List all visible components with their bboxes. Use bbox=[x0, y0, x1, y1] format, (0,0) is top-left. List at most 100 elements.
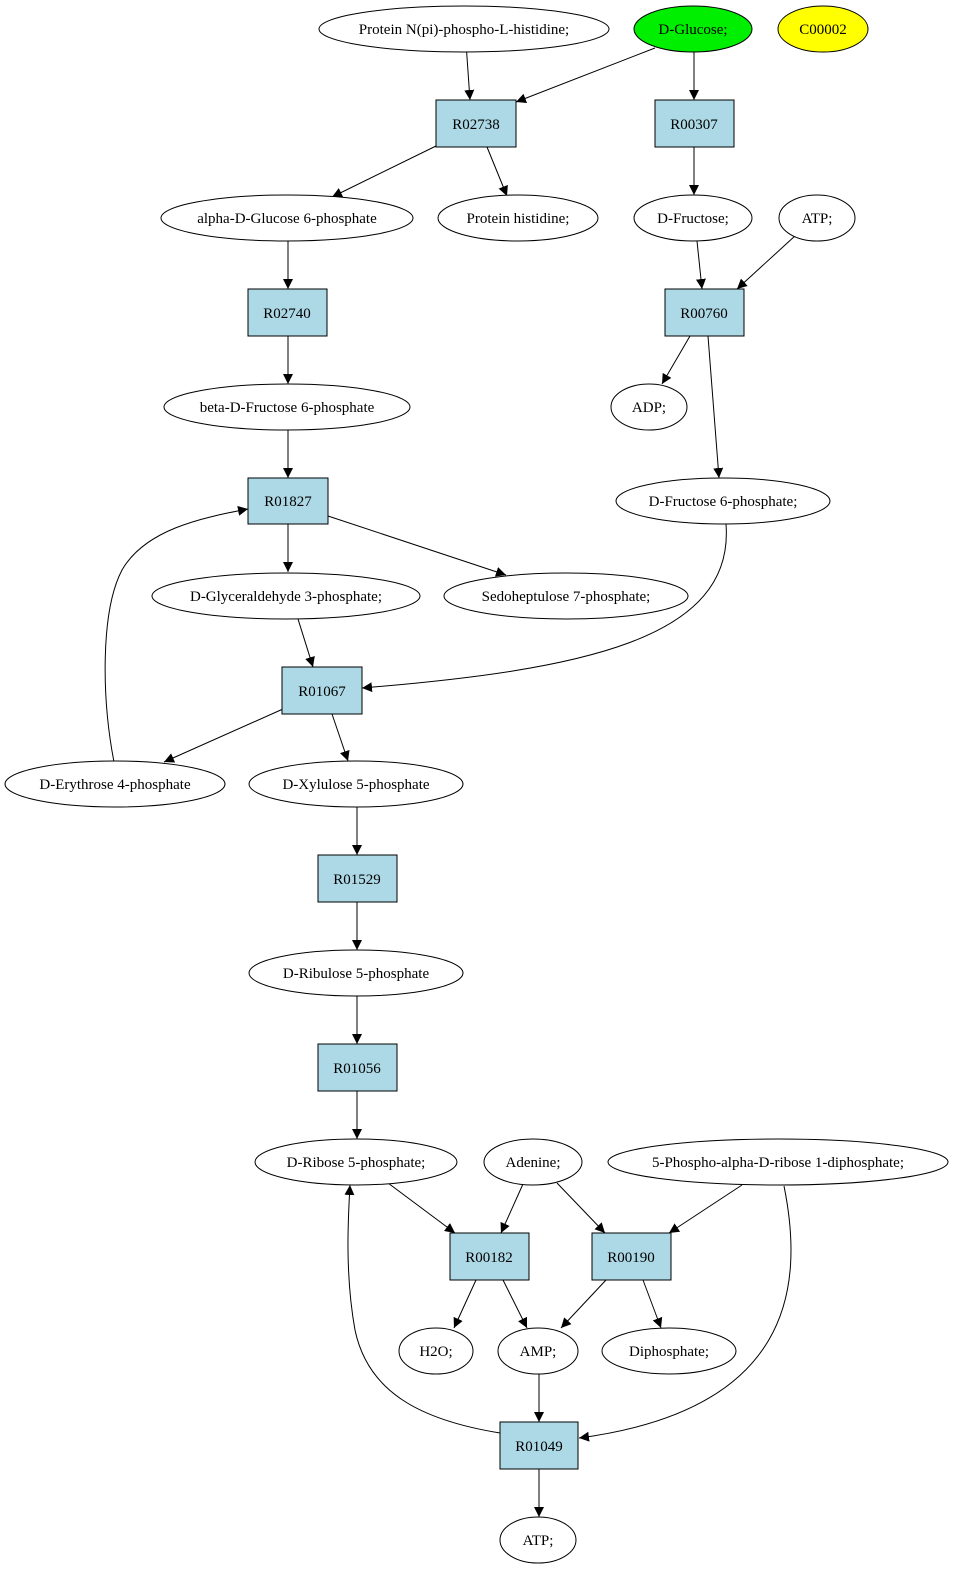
compound-node-dfructose[interactable]: D-Fructose; bbox=[633, 194, 753, 242]
compound-label: C00002 bbox=[799, 22, 847, 38]
reaction-shape bbox=[247, 288, 328, 337]
reaction-shape bbox=[317, 1043, 398, 1092]
reaction-label: R00760 bbox=[680, 306, 728, 322]
edges bbox=[104, 42, 797, 1517]
edge-R00760-to-f6p bbox=[707, 335, 724, 479]
reaction-label: R01067 bbox=[298, 684, 346, 700]
reaction-shape bbox=[449, 1232, 530, 1281]
compound-node-r5p[interactable]: D-Ribose 5-phosphate; bbox=[254, 1138, 458, 1186]
reaction-shape bbox=[435, 99, 517, 148]
compound-node-adenine[interactable]: Adenine; bbox=[483, 1138, 583, 1186]
edge-R01049-to-r5p bbox=[344, 1184, 501, 1434]
reaction-nodes: R02738 R00307 R02740 R00760 R01827 R0106… bbox=[247, 99, 745, 1470]
compound-node-x5p[interactable]: D-Xylulose 5-phosphate bbox=[248, 760, 464, 808]
compound-label: D-Xylulose 5-phosphate bbox=[282, 777, 429, 793]
compound-shape bbox=[499, 1516, 577, 1564]
compound-shape bbox=[601, 1327, 737, 1375]
compound-label: H2O; bbox=[419, 1344, 452, 1360]
edge-r5p-to-R00182 bbox=[387, 1182, 456, 1234]
edge-R00760-to-adp bbox=[661, 335, 691, 385]
compound-label: ATP; bbox=[523, 1533, 554, 1549]
compound-shape bbox=[160, 194, 414, 242]
edge-prpp-to-R00190 bbox=[668, 1184, 743, 1234]
reaction-label: R01529 bbox=[333, 872, 381, 888]
compound-shape bbox=[443, 572, 689, 620]
reaction-node-R01827[interactable]: R01827 bbox=[247, 477, 329, 525]
compound-label: ATP; bbox=[802, 211, 833, 227]
compound-label: D-Fructose 6-phosphate; bbox=[649, 494, 798, 510]
compound-shape bbox=[777, 5, 869, 53]
reaction-label: R00307 bbox=[670, 117, 718, 133]
reaction-node-R02738[interactable]: R02738 bbox=[435, 99, 517, 148]
compound-node-s7p[interactable]: Sedoheptulose 7-phosphate; bbox=[443, 572, 689, 620]
compound-label: D-Glyceraldehyde 3-phosphate; bbox=[190, 589, 382, 605]
compound-shape bbox=[610, 383, 688, 431]
compound-node-atp-top[interactable]: ATP; bbox=[778, 194, 856, 242]
compound-label: beta-D-Fructose 6-phosphate bbox=[200, 400, 375, 416]
reaction-shape bbox=[247, 477, 329, 525]
compound-node-c00002[interactable]: C00002 bbox=[777, 5, 869, 53]
compound-label: Adenine; bbox=[506, 1155, 561, 1171]
compound-shape bbox=[778, 194, 856, 242]
reaction-node-R00182[interactable]: R00182 bbox=[449, 1232, 530, 1281]
compound-label: Diphosphate; bbox=[629, 1344, 709, 1360]
compound-shape bbox=[633, 194, 753, 242]
compound-node-h2o[interactable]: H2O; bbox=[398, 1327, 474, 1375]
compound-node-beta-f6p[interactable]: beta-D-Fructose 6-phosphate bbox=[163, 383, 411, 431]
edge-f6p-to-R01067 bbox=[361, 523, 727, 693]
compound-node-protein-nphospho[interactable]: Protein N(pi)-phospho-L-histidine; bbox=[318, 5, 610, 53]
compound-node-protein-histidine[interactable]: Protein histidine; bbox=[437, 194, 599, 242]
reaction-node-R00760[interactable]: R00760 bbox=[664, 288, 745, 337]
reaction-node-R01056[interactable]: R01056 bbox=[317, 1043, 398, 1092]
reaction-node-R00190[interactable]: R00190 bbox=[591, 1232, 672, 1281]
compound-label: Protein histidine; bbox=[467, 211, 570, 227]
compound-shape bbox=[248, 949, 464, 997]
reaction-label: R01049 bbox=[515, 1439, 563, 1455]
compound-shape bbox=[398, 1327, 474, 1375]
edge-g3p-to-R01067 bbox=[297, 618, 315, 668]
compound-label: D-Fructose; bbox=[657, 211, 729, 227]
reaction-label: R02738 bbox=[452, 117, 500, 133]
compound-node-dglucose[interactable]: D-Glucose; bbox=[633, 5, 753, 53]
compound-node-g3p[interactable]: D-Glyceraldehyde 3-phosphate; bbox=[151, 572, 421, 620]
reaction-shape bbox=[654, 99, 735, 148]
reaction-node-R01067[interactable]: R01067 bbox=[281, 666, 363, 715]
reaction-node-R01529[interactable]: R01529 bbox=[317, 854, 398, 903]
edge-R02738-to-alpha-g6p bbox=[331, 145, 437, 198]
edge-R01067-to-x5p bbox=[331, 713, 350, 762]
compound-node-atp-bottom[interactable]: ATP; bbox=[499, 1516, 577, 1564]
compound-label: AMP; bbox=[520, 1344, 557, 1360]
compound-node-amp[interactable]: AMP; bbox=[497, 1327, 579, 1375]
reaction-label: R01827 bbox=[264, 494, 312, 510]
compound-label: Sedoheptulose 7-phosphate; bbox=[482, 589, 651, 605]
edge-prpp-to-R01049 bbox=[578, 1185, 792, 1442]
reaction-node-R01049[interactable]: R01049 bbox=[499, 1421, 579, 1470]
edge-R00182-to-amp bbox=[502, 1279, 528, 1329]
compound-shape bbox=[4, 760, 226, 808]
compound-label: D-Glucose; bbox=[658, 22, 727, 38]
edge-e4p-to-R01827 bbox=[104, 505, 249, 763]
edge-R02738-to-protein-histidine bbox=[486, 146, 508, 197]
reaction-shape bbox=[499, 1421, 579, 1470]
reaction-shape bbox=[664, 288, 745, 337]
compound-label: D-Ribulose 5-phosphate bbox=[283, 966, 430, 982]
reaction-label: R02740 bbox=[263, 306, 311, 322]
compound-label: 5-Phospho-alpha-D-ribose 1-diphosphate; bbox=[652, 1155, 904, 1171]
compound-node-prpp[interactable]: 5-Phospho-alpha-D-ribose 1-diphosphate; bbox=[607, 1138, 949, 1186]
reaction-node-R00307[interactable]: R00307 bbox=[654, 99, 735, 148]
compound-label: D-Erythrose 4-phosphate bbox=[39, 777, 191, 793]
compound-node-diphosphate[interactable]: Diphosphate; bbox=[601, 1327, 737, 1375]
compound-node-e4p[interactable]: D-Erythrose 4-phosphate bbox=[4, 760, 226, 808]
compound-node-f6p[interactable]: D-Fructose 6-phosphate; bbox=[615, 477, 831, 525]
edge-dglucose-to-R02738 bbox=[515, 47, 656, 104]
compound-label: Protein N(pi)-phospho-L-histidine; bbox=[359, 22, 569, 38]
compound-node-adp[interactable]: ADP; bbox=[610, 383, 688, 431]
compound-shape bbox=[615, 477, 831, 525]
compound-shape bbox=[163, 383, 411, 431]
edge-adenine-to-R00182 bbox=[500, 1183, 524, 1234]
compound-shape bbox=[437, 194, 599, 242]
reaction-node-R02740[interactable]: R02740 bbox=[247, 288, 328, 337]
compound-node-ru5p[interactable]: D-Ribulose 5-phosphate bbox=[248, 949, 464, 997]
compound-node-alpha-g6p[interactable]: alpha-D-Glucose 6-phosphate bbox=[160, 194, 414, 242]
